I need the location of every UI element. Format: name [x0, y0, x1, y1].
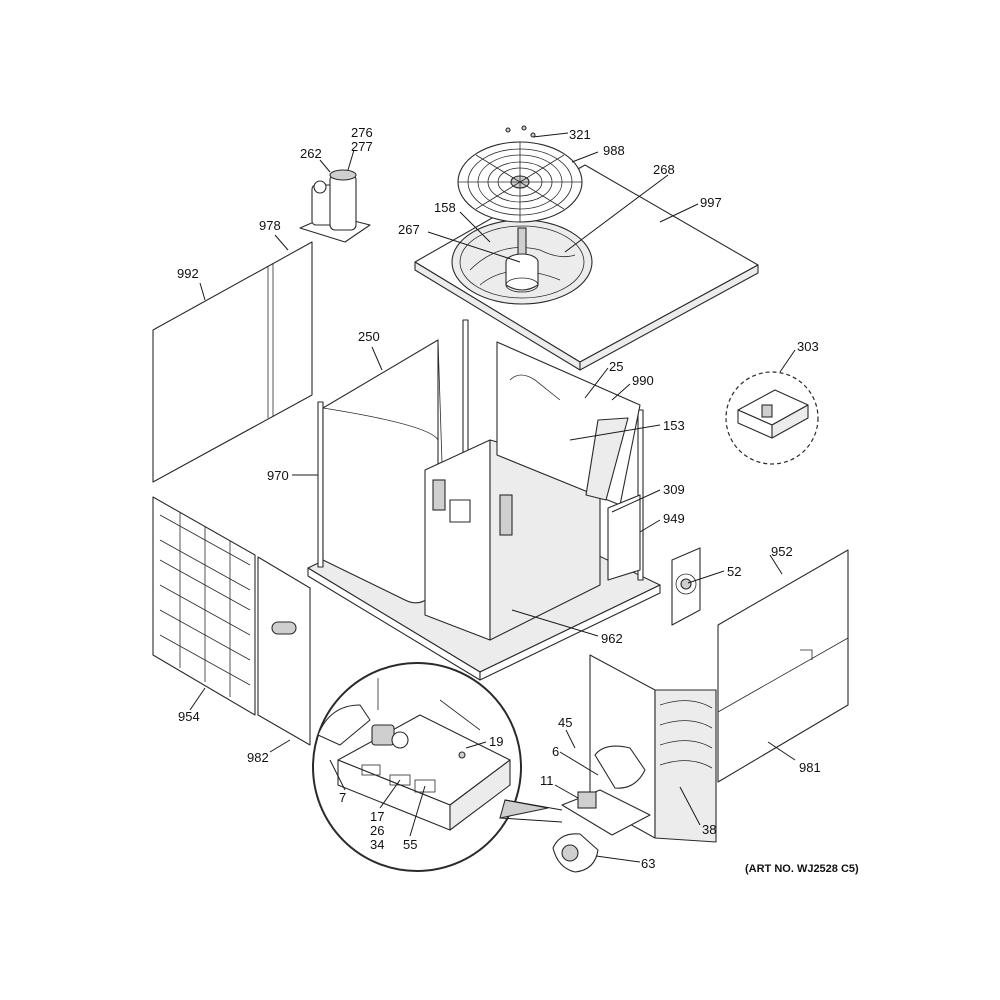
- callout-303: 303: [797, 339, 819, 354]
- callout-277: 277: [351, 139, 373, 154]
- main-cabinet: [307, 319, 661, 681]
- fan-motor: [505, 227, 539, 293]
- compressor: [299, 169, 371, 243]
- callout-954: 954: [178, 709, 200, 724]
- callout-7: 7: [339, 790, 346, 805]
- callout-52: 52: [727, 564, 741, 579]
- heat-exchanger-assembly: [561, 654, 717, 843]
- callout-63: 63: [641, 856, 655, 871]
- callout-949: 949: [663, 511, 685, 526]
- callout-992: 992: [177, 266, 199, 281]
- callout-321: 321: [569, 127, 591, 142]
- front-panel-louvered: [152, 496, 256, 716]
- callout-970: 970: [267, 468, 289, 483]
- front-panel-access: [257, 556, 311, 746]
- callout-952: 952: [771, 544, 793, 559]
- inducer-blower: [552, 833, 599, 873]
- callout-250: 250: [358, 329, 380, 344]
- leader-lines: [189, 132, 796, 863]
- callout-34: 34: [370, 837, 384, 852]
- callout-labels: 276 277 262 321 988 268 997 978 158 267 …: [177, 125, 859, 875]
- callout-45: 45: [558, 715, 572, 730]
- callout-19: 19: [489, 734, 503, 749]
- callout-17: 17: [370, 809, 384, 824]
- callout-55: 55: [403, 837, 417, 852]
- callout-267: 267: [398, 222, 420, 237]
- fan-guard: [457, 125, 583, 223]
- optional-component-303: [725, 371, 819, 465]
- callout-38: 38: [702, 822, 716, 837]
- callout-268: 268: [653, 162, 675, 177]
- small-panel: [671, 547, 701, 626]
- art-number: (ART NO. WJ2528 C5): [745, 863, 859, 875]
- callout-988: 988: [603, 143, 625, 158]
- callout-981: 981: [799, 760, 821, 775]
- callout-25: 25: [609, 359, 623, 374]
- callout-6: 6: [552, 744, 559, 759]
- callout-997: 997: [700, 195, 722, 210]
- side-panel-left: [152, 241, 313, 483]
- callout-153: 153: [663, 418, 685, 433]
- detail-magnified-view: [312, 662, 563, 872]
- callout-962: 962: [601, 631, 623, 646]
- callout-158: 158: [434, 200, 456, 215]
- callout-978: 978: [259, 218, 281, 233]
- right-side-panel: [717, 549, 849, 783]
- callout-309: 309: [663, 482, 685, 497]
- callout-262: 262: [300, 146, 322, 161]
- callout-276: 276: [351, 125, 373, 140]
- callout-982: 982: [247, 750, 269, 765]
- callout-11: 11: [540, 773, 554, 788]
- callout-26: 26: [370, 823, 384, 838]
- callout-990: 990: [632, 373, 654, 388]
